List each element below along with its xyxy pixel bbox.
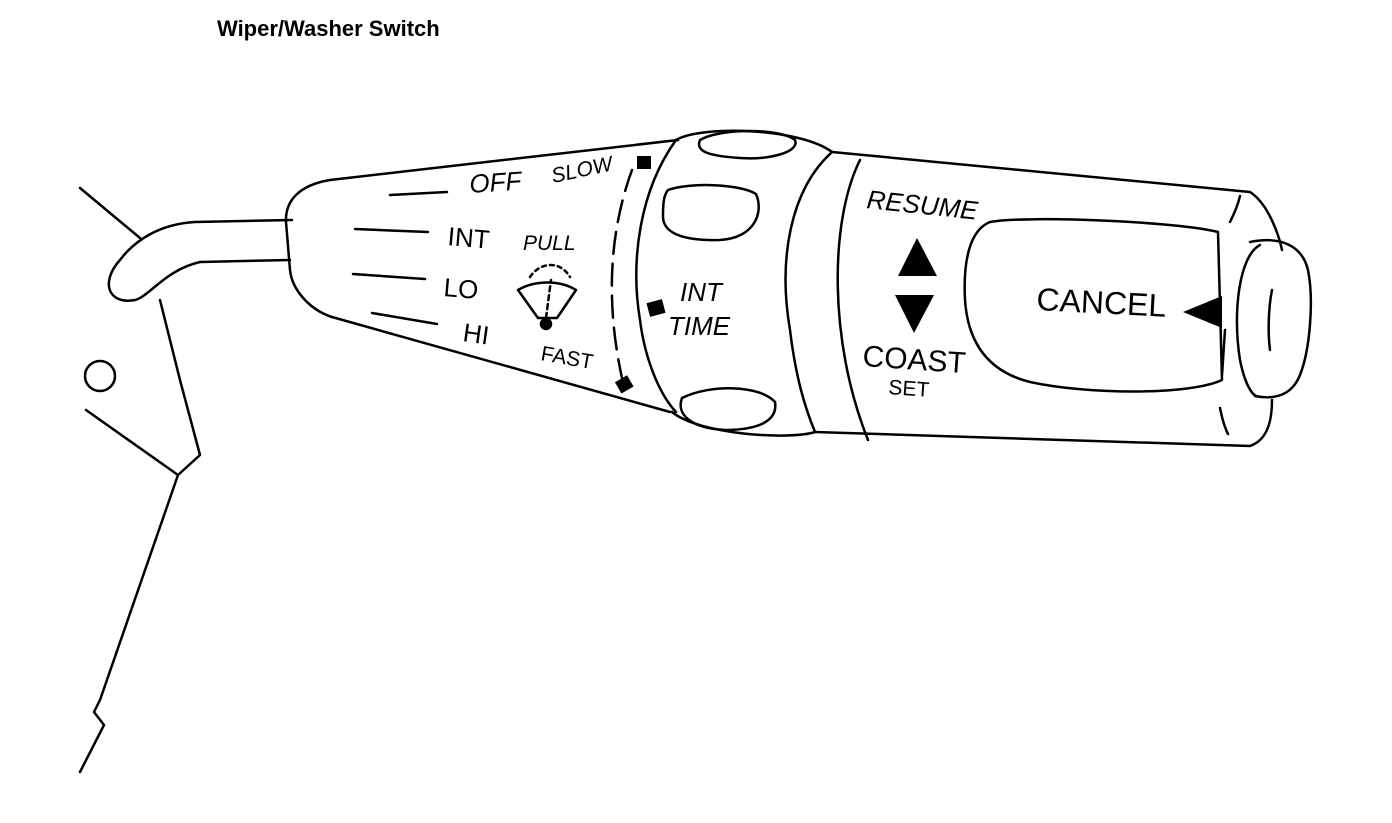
label-coast: COAST	[862, 340, 967, 380]
label-lo: LO	[442, 272, 479, 305]
ring-grip-middle	[661, 183, 760, 242]
ring-grip-bottom	[679, 387, 777, 432]
up-arrow-icon	[898, 238, 937, 276]
windshield-wiper-icon	[516, 263, 578, 331]
ring-grip-top	[697, 129, 797, 160]
label-fast: FAST	[539, 342, 595, 374]
label-int-time-line1: INT	[680, 277, 724, 307]
wiper-control-section	[284, 138, 680, 414]
end-cap	[1235, 238, 1313, 399]
label-off: OFF	[468, 165, 524, 199]
slow-marker-square	[637, 156, 651, 169]
int-time-marker-square	[646, 299, 666, 317]
cancel-pad	[963, 217, 1224, 393]
label-int-time-line2: TIME	[668, 311, 731, 341]
mounting-hole	[83, 359, 117, 393]
diagram-title: Wiper/Washer Switch	[217, 16, 440, 41]
label-set: SET	[888, 376, 931, 402]
label-cancel: CANCEL	[1036, 281, 1168, 324]
left-arrow-icon	[1183, 296, 1222, 328]
stalk-arm	[107, 218, 294, 302]
cruise-control-section	[813, 150, 1284, 448]
fast-marker-square	[614, 375, 634, 394]
int-time-ring	[635, 129, 834, 437]
label-resume: RESUME	[865, 184, 979, 226]
label-pull: PULL	[523, 232, 576, 255]
label-int: INT	[446, 221, 490, 255]
label-hi: HI	[461, 317, 491, 350]
steering-column-bracket	[78, 186, 202, 774]
down-arrow-icon	[895, 295, 934, 333]
label-slow: SLOW	[549, 152, 616, 188]
